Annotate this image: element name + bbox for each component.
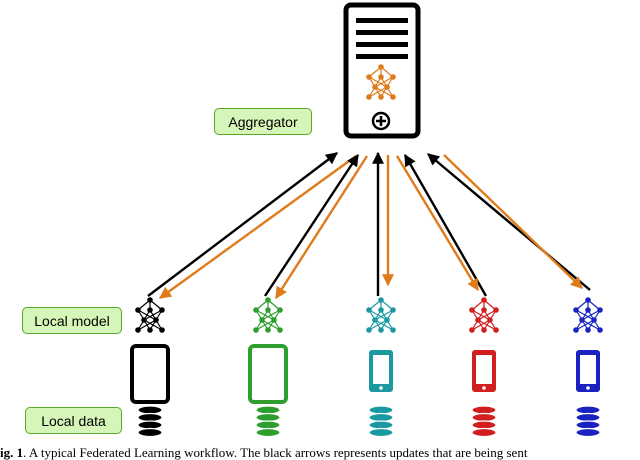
client-2 xyxy=(248,297,288,438)
broadcast-arrow xyxy=(274,155,369,300)
phone-icon xyxy=(369,350,393,392)
circled-plus-icon xyxy=(371,111,391,131)
federated-learning-diagram xyxy=(130,2,603,438)
client-5 xyxy=(573,297,603,438)
local-data-label-text: Local data xyxy=(41,412,106,429)
caption-text: . A typical Federated Learning workflow.… xyxy=(23,446,528,460)
aggregator-label: Aggregator xyxy=(214,108,312,135)
neural-network-icon xyxy=(366,297,396,333)
update-arrow xyxy=(263,153,360,297)
database-icon xyxy=(368,405,394,438)
tablet-icon xyxy=(130,344,170,404)
neural-network-icon xyxy=(366,64,396,100)
client-3 xyxy=(366,297,396,438)
server-icon xyxy=(343,2,421,139)
update-arrow xyxy=(427,153,591,291)
broadcast-arrow xyxy=(395,155,480,292)
neural-network-icon xyxy=(135,297,165,333)
neural-network-icon xyxy=(253,297,283,333)
phone-icon xyxy=(472,350,496,392)
aggregator-label-text: Aggregator xyxy=(228,113,298,130)
broadcast-arrow xyxy=(159,155,357,299)
neural-network-icon xyxy=(573,297,603,333)
neural-network-icon xyxy=(469,297,499,333)
figure-caption: ig. 1. A typical Federated Learning work… xyxy=(0,446,640,460)
neural-network-icon xyxy=(366,64,396,100)
client-4 xyxy=(469,297,499,438)
caption-prefix: ig. 1 xyxy=(0,446,24,460)
broadcast-arrow xyxy=(443,154,583,289)
local-model-label: Local model xyxy=(22,307,122,334)
database-icon xyxy=(137,405,163,438)
database-icon xyxy=(471,405,497,438)
clients xyxy=(130,297,603,438)
phone-icon xyxy=(576,350,600,392)
client-1 xyxy=(130,297,170,438)
update-arrow xyxy=(403,153,488,297)
tablet-icon xyxy=(248,344,288,404)
database-icon xyxy=(255,405,281,438)
local-data-label: Local data xyxy=(25,407,122,434)
database-icon xyxy=(575,405,601,438)
local-model-label-text: Local model xyxy=(34,312,110,329)
update-arrow xyxy=(147,152,338,297)
arrows xyxy=(147,151,591,300)
